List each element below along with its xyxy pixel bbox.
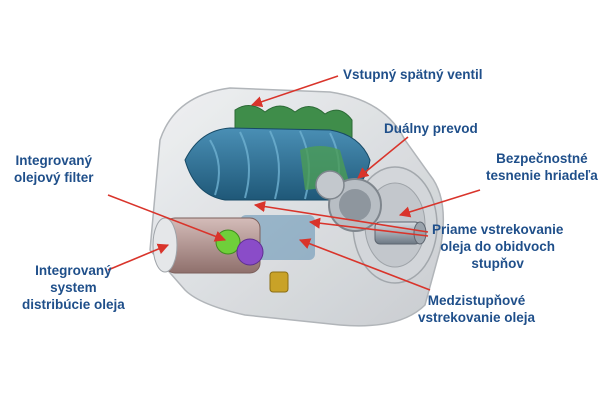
arrow-oil-distribution [107,243,170,271]
label-oil-distribution: Integrovaný system distribúcie oleja [22,263,125,312]
arrow-oil-filter [107,194,227,242]
gear-small [315,170,345,200]
label-oil-filter: Integrovaný olejový filter [14,153,94,185]
label-interstage-injection: Medzistupňové vstrekovanie oleja [418,293,536,325]
arrow-shaft-seal [398,189,481,218]
purple-fitting [236,238,264,266]
arrow-dual-drive [357,136,409,179]
label-direct-injection: Priame vstrekovanie oleja do obidvoch st… [432,222,564,271]
arrow-interstage-injection [298,238,431,291]
label-dual-drive: Duálny prevod [384,121,478,136]
green-fitting [215,229,241,255]
yellow-bracket [269,271,289,293]
arrow-direct-injection-2 [308,217,429,237]
label-shaft-seal: Bezpečnostné tesnenie hriadeľa [486,151,598,183]
arrow-inlet-check-valve [250,75,339,108]
callout-arrows [107,75,481,291]
label-inlet-check-valve: Vstupný spätný ventil [343,67,483,82]
arrow-direct-injection-1 [253,201,429,233]
